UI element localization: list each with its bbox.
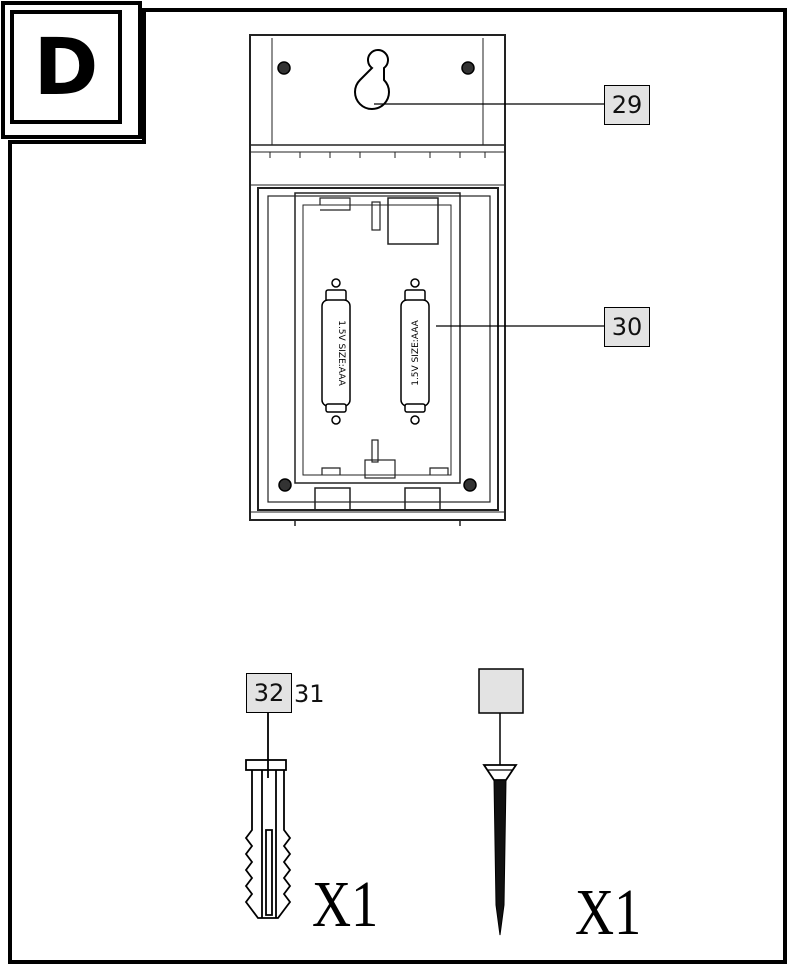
callout-keyhole: 29	[604, 85, 650, 125]
battery-left	[321, 278, 351, 425]
callout-battery: 30	[604, 307, 650, 347]
quantity-screw: X1	[575, 876, 642, 949]
battery-left-label: 1.5V SIZE:AAA	[336, 320, 346, 386]
housing-back-plate	[249, 34, 506, 526]
screw-drawing	[478, 668, 524, 936]
section-letter: D	[33, 23, 99, 113]
section-badge-inner	[10, 10, 122, 124]
outer-frame	[8, 8, 787, 964]
quantity-wall-plug: X1	[312, 868, 379, 941]
callout-wall-plug: 32	[246, 673, 292, 713]
section-badge-outer	[1, 1, 142, 139]
battery-right-label: 1.5V SIZE:AAA	[411, 319, 421, 385]
wall-plug-drawing	[244, 712, 292, 919]
battery-right	[400, 278, 430, 425]
label-wall-plug-secondary: 31	[294, 680, 325, 708]
keyhole-slot	[354, 49, 390, 111]
mounting-screws	[277, 61, 477, 492]
